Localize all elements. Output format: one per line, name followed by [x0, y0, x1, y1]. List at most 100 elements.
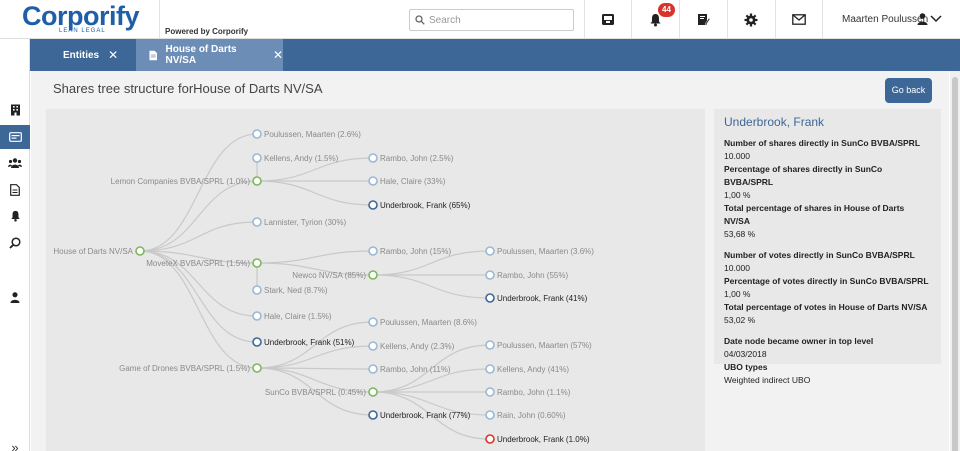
- tree-node-circle[interactable]: [368, 410, 378, 420]
- tree-node-circle[interactable]: [485, 246, 495, 256]
- tree-node-circle[interactable]: [252, 285, 262, 295]
- tree-node[interactable]: SunCo BVBA/SPRL (0.45%): [265, 387, 378, 397]
- detail-label: Number of votes directly in SunCo BVBA/S…: [724, 250, 915, 260]
- tree-link: [372, 250, 491, 276]
- sidebar-item-persons[interactable]: [0, 151, 30, 175]
- tree-node-circle[interactable]: [485, 340, 495, 350]
- tree-node-circle[interactable]: [368, 270, 378, 280]
- tree-node[interactable]: Rambo, John (55%): [485, 270, 568, 280]
- page-scrollbar[interactable]: [950, 71, 960, 451]
- tree-node-circle[interactable]: [485, 387, 495, 397]
- go-back-button[interactable]: Go back: [885, 78, 932, 103]
- tree-node-circle[interactable]: [252, 337, 262, 347]
- tree-node-circle[interactable]: [135, 246, 145, 256]
- tree-node-circle[interactable]: [368, 176, 378, 186]
- tree-node[interactable]: Underbrook, Frank (65%): [368, 200, 471, 210]
- tree-node[interactable]: Poulussen, Maarten (2.6%): [252, 129, 361, 139]
- tree-node[interactable]: Lannister, Tyrion (30%): [252, 217, 346, 227]
- chevron-down-icon: [930, 15, 942, 23]
- tab-house-of-darts[interactable]: House of Darts NV/SA ✕: [136, 39, 283, 71]
- tree-node[interactable]: Poulussen, Maarten (3.6%): [485, 246, 594, 256]
- sidebar-item-profile[interactable]: [0, 285, 30, 309]
- tree-link: [372, 391, 491, 416]
- search-icon: [415, 15, 425, 25]
- tree-node-label: Underbrook, Frank (77%): [380, 411, 471, 420]
- tree-node[interactable]: House of Darts NV/SA: [53, 246, 145, 256]
- tree-node[interactable]: Kellens, Andy (1.5%): [252, 153, 339, 163]
- settings-button[interactable]: [727, 0, 774, 39]
- search-input[interactable]: [429, 12, 569, 28]
- tree-node[interactable]: Rambo, John (2.5%): [368, 153, 454, 163]
- tree-link: [139, 250, 258, 264]
- sidebar-item-shares[interactable]: [0, 125, 30, 149]
- tree-node[interactable]: Underbrook, Frank (51%): [252, 337, 355, 347]
- detail-field: Total percentage of shares in House of D…: [724, 202, 931, 241]
- sidebar-item-notifications[interactable]: [0, 204, 30, 228]
- tree-node-label: House of Darts NV/SA: [53, 247, 133, 256]
- tree-node[interactable]: Newco NV/SA (85%): [292, 270, 378, 280]
- tree-node[interactable]: Lemon Companies BVBA/SPRL (1.0%): [111, 176, 262, 186]
- tree-node[interactable]: Poulussen, Maarten (8.6%): [368, 317, 477, 327]
- tree-node-circle[interactable]: [252, 176, 262, 186]
- sidebar-expand-button[interactable]: »: [11, 439, 19, 451]
- tree-node-circle[interactable]: [485, 434, 495, 444]
- tree-node[interactable]: Kellens, Andy (2.3%): [368, 341, 455, 351]
- shares-tree-panel: House of Darts NV/SA Poulussen, Maarten (…: [46, 109, 705, 451]
- tab-bar: Entities ✕ House of Darts NV/SA ✕: [30, 39, 960, 71]
- tree-node[interactable]: Hale, Claire (33%): [368, 176, 446, 186]
- tree-node-circle[interactable]: [252, 129, 262, 139]
- tree-link: [256, 180, 374, 206]
- sidebar-item-entities[interactable]: [0, 98, 30, 122]
- tree-node-circle[interactable]: [252, 258, 262, 268]
- tree-node-circle[interactable]: [485, 270, 495, 280]
- tree-node-circle[interactable]: [485, 364, 495, 374]
- tree-node-circle[interactable]: [368, 246, 378, 256]
- tree-node[interactable]: Poulussen, Maarten (57%): [485, 340, 592, 350]
- tree-node[interactable]: Game of Drones BVBA/SPRL (1.5%): [119, 363, 262, 373]
- tree-node[interactable]: Rambo, John (15%): [368, 246, 451, 256]
- tree-node[interactable]: Underbrook, Frank (41%): [485, 293, 588, 303]
- logo-area[interactable]: Corporify LEAN LEGAL: [0, 0, 160, 39]
- user-menu[interactable]: Maarten Poulussen: [822, 0, 960, 39]
- tree-node-circle[interactable]: [252, 363, 262, 373]
- tree-node[interactable]: Hale, Claire (1.5%): [252, 311, 332, 321]
- tree-node-circle[interactable]: [368, 364, 378, 374]
- close-icon[interactable]: ✕: [272, 48, 283, 62]
- spacer: [724, 241, 931, 249]
- edit-button[interactable]: [679, 0, 726, 39]
- tree-node[interactable]: Stark, Ned (8.7%): [252, 285, 328, 295]
- sidebar-item-documents[interactable]: [0, 178, 30, 202]
- tree-node[interactable]: Rambo, John (1.1%): [485, 387, 571, 397]
- user-name: Maarten Poulussen: [842, 14, 929, 25]
- detail-value: 53,02 %: [724, 315, 756, 325]
- tree-node-circle[interactable]: [368, 200, 378, 210]
- tree-node[interactable]: Rain, John (0.60%): [485, 410, 566, 420]
- inbox-button[interactable]: [584, 0, 631, 39]
- tree-node-circle[interactable]: [252, 311, 262, 321]
- building-icon: [10, 104, 20, 116]
- notifications-button[interactable]: 44: [631, 0, 678, 39]
- tree-node-circle[interactable]: [485, 293, 495, 303]
- close-icon[interactable]: ✕: [108, 48, 119, 62]
- logo: Corporify: [22, 1, 140, 31]
- search-box[interactable]: [409, 9, 574, 31]
- tree-node-circle[interactable]: [252, 153, 262, 163]
- tree-node[interactable]: Underbrook, Frank (1.0%): [485, 434, 590, 444]
- tree-node-circle[interactable]: [485, 410, 495, 420]
- tree-node-label: Rain, John (0.60%): [497, 411, 566, 420]
- messages-button[interactable]: [775, 0, 822, 39]
- tree-node-circle[interactable]: [368, 387, 378, 397]
- tree-node-circle[interactable]: [368, 317, 378, 327]
- tree-node-circle[interactable]: [368, 153, 378, 163]
- tree-node[interactable]: MoveteX BVBA/SPRL (1.5%): [146, 258, 262, 268]
- tree-node-label: Game of Drones BVBA/SPRL (1.5%): [119, 364, 250, 373]
- detail-value: 1,00 %: [724, 190, 751, 200]
- scrollbar-thumb[interactable]: [952, 77, 958, 451]
- tree-node-circle[interactable]: [252, 217, 262, 227]
- tab-entities[interactable]: Entities ✕: [30, 39, 136, 71]
- tree-node[interactable]: Underbrook, Frank (77%): [368, 410, 471, 420]
- tree-node[interactable]: Rambo, John (11%): [368, 364, 451, 374]
- tree-node-circle[interactable]: [368, 341, 378, 351]
- sidebar-item-search[interactable]: [0, 231, 30, 255]
- tree-node[interactable]: Kellens, Andy (41%): [485, 364, 569, 374]
